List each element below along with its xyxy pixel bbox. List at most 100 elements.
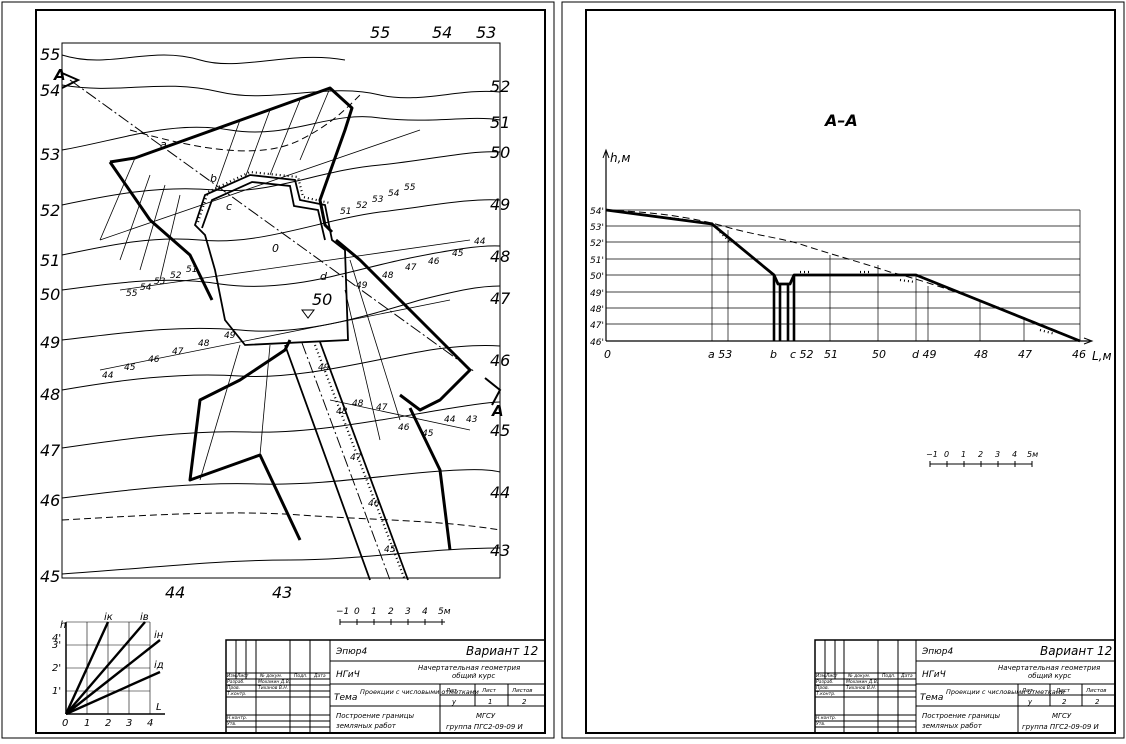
svg-text:Т.контр.: Т.контр. <box>816 691 836 697</box>
svg-text:d: d <box>320 270 328 283</box>
svg-text:Дата: Дата <box>313 673 326 679</box>
svg-text:группа ПГС2-09-09 И: группа ПГС2-09-09 И <box>446 723 524 731</box>
ramp <box>284 341 409 581</box>
svg-text:51: 51 <box>186 265 197 275</box>
svg-text:земляных работ: земляных работ <box>336 722 397 730</box>
svg-text:54: 54 <box>40 81 60 100</box>
svg-text:49: 49 <box>318 363 330 373</box>
contour-labels-bottom: 44 43 <box>165 583 292 602</box>
svg-text:53': 53' <box>590 223 604 233</box>
svg-text:МГСУ: МГСУ <box>1052 712 1072 720</box>
svg-text:Тема: Тема <box>334 693 357 703</box>
svg-text:50': 50' <box>590 272 604 282</box>
svg-text:47: 47 <box>350 453 362 463</box>
svg-text:Тиханов В.Н.: Тиханов В.Н. <box>846 685 876 691</box>
svg-text:43: 43 <box>466 415 478 425</box>
svg-text:51: 51 <box>40 251 60 270</box>
svg-text:4: 4 <box>1012 450 1017 459</box>
svg-text:a: a <box>160 138 167 151</box>
svg-text:46: 46 <box>398 423 410 433</box>
svg-text:5м: 5м <box>1027 450 1038 459</box>
svg-text:Эпюр4: Эпюр4 <box>335 647 367 657</box>
svg-text:Т.контр.: Т.контр. <box>227 691 247 697</box>
svg-text:0: 0 <box>604 348 611 361</box>
svg-text:Изм.: Изм. <box>816 673 827 679</box>
svg-text:Разраб.: Разраб. <box>227 679 245 685</box>
svg-text:49: 49 <box>490 195 510 214</box>
svg-text:47: 47 <box>405 263 417 273</box>
svg-text:1': 1' <box>52 686 61 697</box>
svg-text:Лист: Лист <box>1055 688 1071 694</box>
svg-text:0: 0 <box>62 718 68 729</box>
svg-text:45: 45 <box>124 363 136 373</box>
svg-text:52: 52 <box>170 271 182 281</box>
svg-text:43: 43 <box>490 541 510 560</box>
svg-text:b: b <box>210 172 217 185</box>
svg-text:52': 52' <box>590 239 604 249</box>
right-drawing: А–А h,м L,м 54' 53' 52' 51' 50' 49' 48' <box>561 1 1125 739</box>
svg-text:Тиханов В.Н.: Тиханов В.Н. <box>258 685 288 691</box>
svg-text:53: 53 <box>372 195 384 205</box>
profile-chart: h,м L,м 54' 53' 52' 51' 50' 49' 48' 47' … <box>590 148 1112 363</box>
svg-text:47: 47 <box>172 347 184 357</box>
platform-level: 50 <box>312 290 332 309</box>
svg-text:0: 0 <box>354 607 360 617</box>
svg-text:Пров.: Пров. <box>816 685 829 691</box>
svg-text:b: b <box>770 348 777 361</box>
svg-text:НГиЧ: НГиЧ <box>336 670 360 680</box>
svg-text:49': 49' <box>590 289 604 299</box>
right-fill-labels: 48 47 46 45 44 43 <box>352 399 478 439</box>
sheet-outer-border <box>561 1 1125 739</box>
svg-text:49: 49 <box>356 281 368 291</box>
left-drawing: 55 54 53 52 51 50 49 48 47 46 45 53 52 5… <box>1 1 555 739</box>
svg-text:48: 48 <box>490 247 510 266</box>
svg-text:2: 2 <box>978 450 983 459</box>
svg-text:Вариант 12: Вариант 12 <box>466 644 538 658</box>
svg-text:−1: −1 <box>926 450 938 459</box>
svg-text:Проекции с числовыми отметками: Проекции с числовыми отметками <box>360 688 479 696</box>
svg-text:d 49: d 49 <box>912 348 936 361</box>
svg-text:№ докум.: № докум. <box>259 673 282 679</box>
svg-text:группа ПГС2-09-09 И: группа ПГС2-09-09 И <box>1022 723 1100 731</box>
svg-text:2: 2 <box>522 698 527 706</box>
svg-text:Мохамин Д.В.: Мохамин Д.В. <box>258 679 290 685</box>
svg-text:2': 2' <box>52 663 61 674</box>
svg-text:iк: iк <box>104 612 113 623</box>
svg-text:4: 4 <box>147 718 153 729</box>
svg-text:44: 44 <box>474 237 486 247</box>
scale-bar: −1 0 1 2 3 4 5м <box>926 450 1038 467</box>
svg-text:46: 46 <box>148 355 160 365</box>
svg-text:44: 44 <box>165 583 185 602</box>
svg-text:Построение границы: Построение границы <box>336 712 414 720</box>
svg-text:у: у <box>451 698 457 706</box>
svg-text:53: 53 <box>476 23 496 42</box>
svg-text:53: 53 <box>40 145 60 164</box>
terrain-contours <box>61 54 501 575</box>
svg-text:Пров.: Пров. <box>227 685 240 691</box>
section-line-aa <box>61 72 502 406</box>
svg-text:Эпюр4: Эпюр4 <box>921 647 953 657</box>
svg-text:46: 46 <box>490 351 510 370</box>
svg-text:МГСУ: МГСУ <box>476 712 496 720</box>
svg-text:55: 55 <box>370 23 390 42</box>
svg-text:Вариант 12: Вариант 12 <box>1040 644 1112 658</box>
svg-text:h,м: h,м <box>610 151 630 165</box>
svg-text:48: 48 <box>336 407 348 417</box>
svg-text:48: 48 <box>198 339 210 349</box>
section-marker-a-start: A <box>53 66 66 84</box>
svg-text:1: 1 <box>961 450 966 459</box>
svg-text:47: 47 <box>490 289 511 308</box>
svg-text:Листов: Листов <box>1085 688 1107 694</box>
svg-text:52: 52 <box>356 201 368 211</box>
contour-labels-top: 55 54 <box>370 23 452 42</box>
svg-text:46: 46 <box>428 257 440 267</box>
svg-text:54: 54 <box>388 189 400 199</box>
svg-text:45: 45 <box>452 249 464 259</box>
svg-text:Лит.: Лит. <box>445 688 459 694</box>
svg-text:c: c <box>226 200 232 213</box>
svg-text:50: 50 <box>490 143 510 162</box>
svg-text:47: 47 <box>1018 348 1032 361</box>
left-sheet: 55 54 53 52 51 50 49 48 47 46 45 53 52 5… <box>0 0 556 740</box>
contour-labels-left: 55 54 53 52 51 50 49 48 47 46 45 <box>40 45 61 586</box>
section-marker-a-end: A <box>491 402 504 420</box>
